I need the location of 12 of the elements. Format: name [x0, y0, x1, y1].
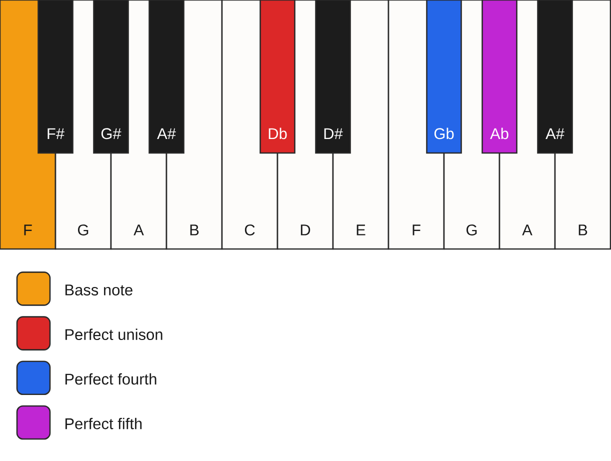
legend-label: Perfect fifth [65, 418, 142, 430]
legend-label: Perfect fourth [65, 373, 156, 385]
sharp-key: A# [148, 0, 184, 154]
legend-label: Perfect unison [65, 328, 162, 340]
sharp-key: F# [38, 0, 74, 154]
sharp-key: A# [537, 0, 573, 154]
legend-label: Bass note [65, 284, 132, 296]
sharp-key: D# [315, 0, 351, 154]
sharp-key: Ab [482, 0, 518, 154]
sharp-key: G# [93, 0, 129, 154]
sharp-key: Gb [426, 0, 462, 154]
sharp-key: Db [260, 0, 296, 154]
